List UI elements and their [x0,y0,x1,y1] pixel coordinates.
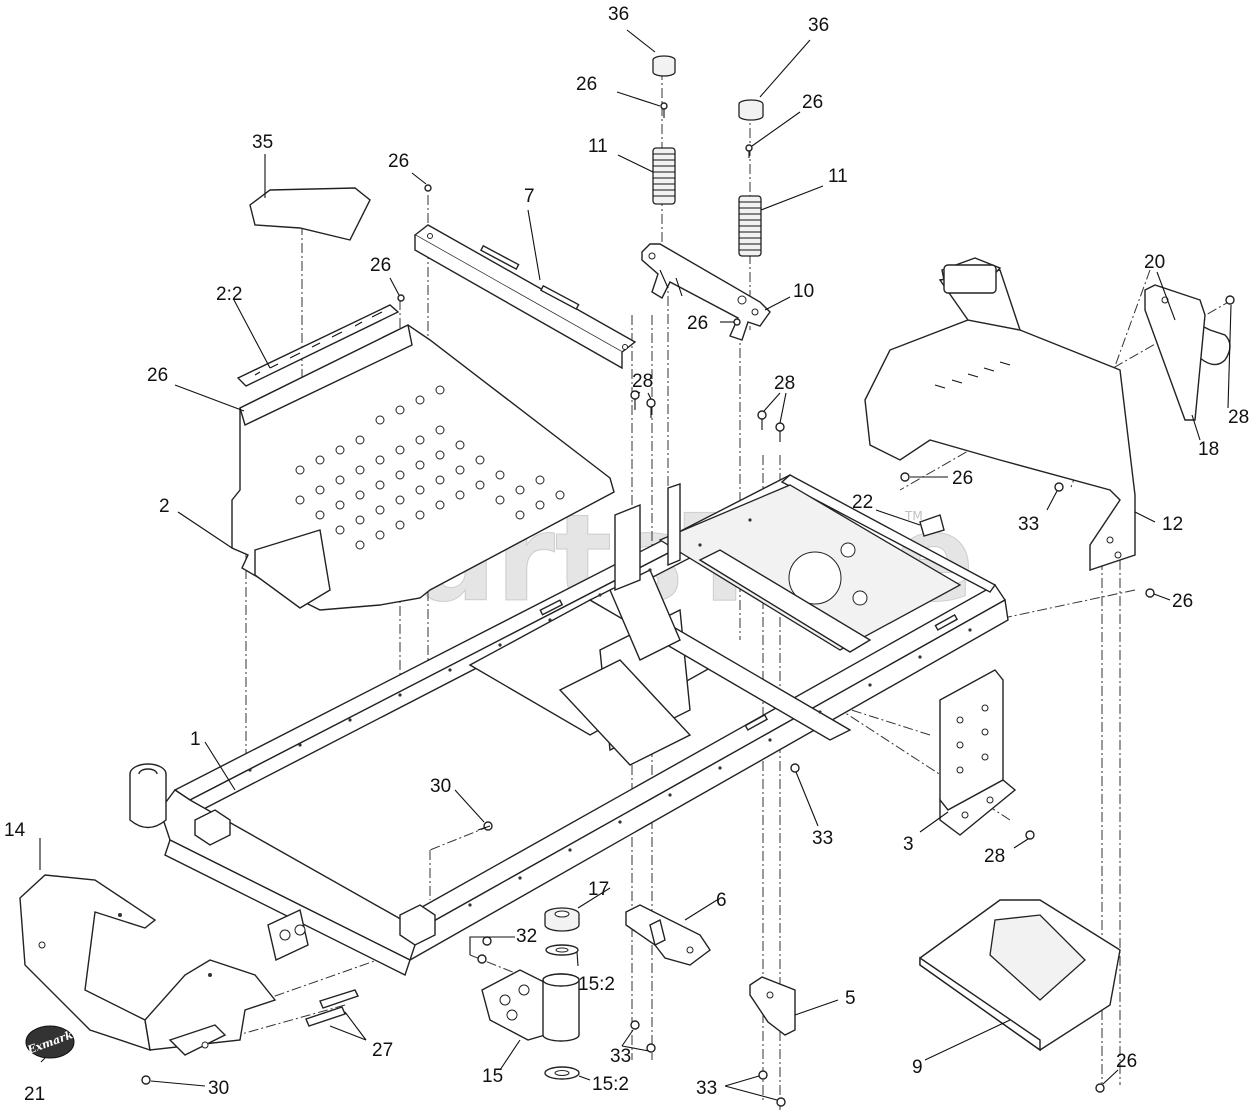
callout-14: 14 [4,820,26,841]
part-screw-26-bracket [733,318,741,326]
floor-perforations [295,385,565,550]
callout-28-bracket-18: 28 [1228,407,1249,428]
callout-30-front: 30 [208,1078,229,1099]
part-screw-26-shroud-lower [1145,588,1155,598]
callout-3: 3 [903,834,914,855]
part-bolt-30-front [141,1075,151,1085]
callout-32: 32 [516,926,537,947]
part-bolts-32 [477,936,492,964]
part-rear-shroud-12 [864,257,1136,571]
callout-26-cap-right: 26 [802,92,823,113]
callout-1: 1 [190,729,201,750]
part-pad-35 [249,187,371,241]
part-screw-26-top-left [660,102,668,118]
part-nut-33-shroud [1054,482,1064,492]
callout-28-right: 28 [774,373,795,394]
part-screw-26-tray [1095,1083,1105,1093]
callout-15-2-bottom: 15:2 [592,1074,629,1095]
part-logo-decal-21: Exmark [25,1025,75,1059]
part-screws-28-left [630,390,656,418]
part-nuts-33-bottom [758,1070,786,1107]
part-caster-housing-15 [481,969,580,1042]
watermark-trademark: TM [904,509,923,523]
callout-26-deck-left: 26 [147,365,168,386]
part-bracket-18 [1144,284,1206,421]
part-screw-26-shroud [900,472,910,482]
part-nuts-33-center [630,1020,656,1053]
callout-6: 6 [716,890,727,911]
callout-26-tray: 26 [1116,1051,1137,1072]
callout-33-bottom: 33 [696,1078,717,1099]
part-screw-26-top-right [745,144,753,158]
part-spring-11-left [652,147,676,205]
callout-11-left: 11 [588,136,608,157]
callout-33-frame: 33 [812,828,833,849]
callout-leaders [39,29,1232,1101]
part-screw-28-bracket-3 [1025,830,1035,840]
callout-26-shroud-lower: 26 [1172,591,1193,612]
callout-28-bracket-3: 28 [984,846,1005,867]
callout-26-cap-left: 26 [576,74,597,95]
part-bolt-30-frame [477,821,493,831]
callout-10: 10 [793,281,814,302]
part-plate-7 [413,224,637,370]
callout-26-bracket: 26 [687,313,708,334]
part-cap-36-right [738,99,764,121]
callout-26-shroud: 26 [952,468,973,489]
part-tray-9 [919,899,1121,1052]
callout-11-right: 11 [828,166,848,187]
callout-26-deck-right: 26 [370,255,391,276]
part-front-cover-14 [19,874,277,1056]
callout-30-frame: 30 [430,776,451,797]
part-bushing-17 [544,907,580,932]
callout-35: 35 [252,132,273,153]
callout-17: 17 [588,879,609,900]
part-bracket-6 [625,904,711,966]
callout-20: 20 [1144,252,1165,273]
callout-36-left: 36 [608,4,629,25]
part-floor-pan-2 [231,323,615,611]
part-spring-11-right [738,195,762,257]
callout-27: 27 [372,1040,393,1061]
callout-22: 22 [852,492,873,513]
part-washer-15-2-bottom [544,1066,580,1080]
callout-15: 15 [482,1066,503,1087]
callout-12: 12 [1162,514,1183,535]
part-screw-26-deck-right [397,294,405,302]
callout-36-right: 36 [808,15,829,36]
callout-5: 5 [845,988,856,1009]
part-bracket-5 [749,976,796,1036]
callout-7: 7 [524,186,535,207]
part-seat-bracket-10 [641,243,771,341]
callout-33-center: 33 [610,1046,631,1067]
part-bracket-3 [939,669,1017,836]
callout-21: 21 [24,1084,45,1105]
callout-2-2: 2:2 [216,284,242,305]
callout-2: 2 [159,496,170,517]
part-washer-15-2-top [545,944,579,956]
callout-28-left: 28 [632,371,653,392]
part-nut-33-frame [790,763,800,773]
part-decal-2-2 [236,304,400,387]
callout-15-2-top: 15:2 [578,974,615,995]
part-screws-28-right [757,410,785,442]
callout-labels: 36 36 26 26 11 11 35 26 7 26 2:2 10 26 2… [4,4,1249,1105]
part-screw-28-bracket-18 [1225,295,1235,305]
part-cap-36-left [652,55,676,77]
part-main-frame-1 [129,474,1009,976]
part-pins-27 [305,989,359,1027]
part-screw-26-plate-top [424,184,432,192]
callout-9: 9 [912,1057,923,1078]
part-decal-22 [919,514,945,537]
callout-33-shroud: 33 [1018,514,1039,535]
callout-26-plate: 26 [388,151,409,172]
callout-18: 18 [1198,439,1219,460]
